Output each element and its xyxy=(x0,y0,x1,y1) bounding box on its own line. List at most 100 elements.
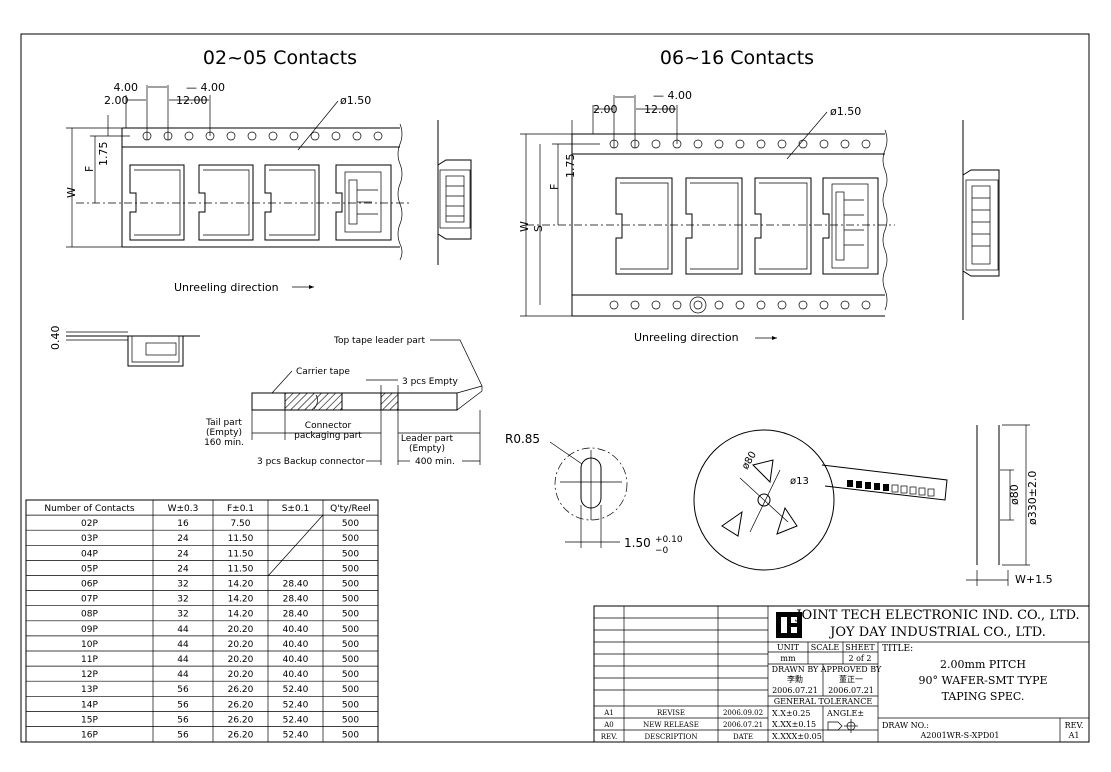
table-cell: 28.40 xyxy=(283,610,309,620)
carrier-tape-label: Carrier tape xyxy=(296,367,350,377)
table-cell: 500 xyxy=(342,700,359,710)
table-cell: 14.20 xyxy=(228,610,254,620)
right-side-profile xyxy=(962,120,1000,320)
tail-part-label-1: Tail part xyxy=(205,418,242,428)
right-w-label: W xyxy=(518,221,531,232)
table-cell: 52.40 xyxy=(283,700,309,710)
rev-value: A1 xyxy=(1068,731,1080,740)
d13-label: ø13 xyxy=(790,476,809,487)
table-cell: 26.20 xyxy=(228,700,254,710)
table-cell: 32 xyxy=(177,610,188,620)
left-dim-2: 2.00 xyxy=(104,94,129,107)
table-cell: 500 xyxy=(342,564,359,574)
table-cell: 10P xyxy=(81,640,98,650)
min400-label: 400 min. xyxy=(415,457,455,467)
rev-row-1-rev: A1 xyxy=(603,709,614,717)
top-tape-leader-label: Top tape leader part xyxy=(333,336,425,346)
rev-row-1-desc: REVISE xyxy=(657,709,685,717)
table-cell: 08P xyxy=(81,610,98,620)
table-header-cell: F±0.1 xyxy=(227,504,254,514)
d150-tol-down: −0 xyxy=(655,546,669,556)
table-cell: 500 xyxy=(342,715,359,725)
left-sprocket-holes xyxy=(142,131,383,141)
table-cell: 04P xyxy=(81,549,98,559)
left-side-profile xyxy=(437,120,472,265)
title-line-3: TAPING SPEC. xyxy=(942,690,1025,703)
table-cell: 11.50 xyxy=(228,549,254,559)
table-header-cell: Q'ty/Reel xyxy=(330,504,371,514)
table-cell: 40.40 xyxy=(283,640,309,650)
table-cell: 24 xyxy=(177,564,189,574)
table-cell: 500 xyxy=(342,625,359,635)
table-cell: 02P xyxy=(81,519,98,529)
table-cell: 26.20 xyxy=(228,715,254,725)
table-cell: 14.20 xyxy=(228,580,254,590)
left-hole-dim: ø1.50 xyxy=(340,94,371,107)
rev-row-1-date: 2006.09.02 xyxy=(723,709,763,717)
table-cell: 44 xyxy=(177,670,189,680)
left-w-label: W xyxy=(65,187,78,198)
rev-header-date: DATE xyxy=(733,733,753,741)
leader-part-label-2: (Empty) xyxy=(409,444,445,454)
sheet-border xyxy=(20,33,1090,743)
table-cell: 500 xyxy=(342,519,359,529)
leader-part-label-1: Leader part xyxy=(401,434,454,444)
table-cell: 28.40 xyxy=(283,595,309,605)
left-tape-top-view xyxy=(66,85,410,261)
table-cell: 26.20 xyxy=(228,685,254,695)
right-unreeling-direction: Unreeling direction xyxy=(634,331,739,344)
table-cell: 14.20 xyxy=(228,595,254,605)
table-cell: 06P xyxy=(81,580,98,590)
sheet-label: SHEET xyxy=(845,643,875,652)
sheet-value: 2 of 2 xyxy=(848,654,871,663)
table-cell: 11P xyxy=(81,655,98,665)
three-empty-label: 3 pcs Empty xyxy=(402,377,458,387)
right-dim-pitch-4: — 4.00 xyxy=(653,89,692,102)
left-dim-4: 4.00 xyxy=(114,81,139,94)
table-cell: 20.20 xyxy=(228,625,254,635)
right-tape-top-view xyxy=(520,95,895,317)
drawno-value: A2001WR-S-XPD01 xyxy=(920,731,1000,740)
leader-tail-diagram xyxy=(251,339,483,465)
table-cell: 500 xyxy=(342,670,359,680)
table-cell: 44 xyxy=(177,655,189,665)
right-s-label: S xyxy=(532,225,545,232)
table-cell: 52.40 xyxy=(283,685,309,695)
drawn-date: 2006.07.21 xyxy=(772,686,818,695)
left-175-label: 1.75 xyxy=(97,142,110,167)
table-cell: 14P xyxy=(81,700,98,710)
table-cell: 500 xyxy=(342,549,359,559)
tail-part-label-3: 160 min. xyxy=(204,438,244,448)
rev-header-rev: REV. xyxy=(601,733,617,741)
table-cell: 28.40 xyxy=(283,580,309,590)
table-header-cell: W±0.3 xyxy=(168,504,199,514)
table-cell: 52.40 xyxy=(283,715,309,725)
left-unreeling-direction: Unreeling direction xyxy=(174,281,279,294)
right-f-label: F xyxy=(548,184,561,190)
d150-label: 1.50 xyxy=(624,536,651,550)
approved-name: 董正一 xyxy=(839,674,863,684)
table-cell: 56 xyxy=(177,715,189,725)
left-dim-pitch-4: — 4.00 xyxy=(186,81,225,94)
left-f-label: F xyxy=(83,166,96,172)
tol-3: X.XXX±0.05 xyxy=(772,732,822,741)
table-cell: 52.40 xyxy=(283,731,309,741)
table-header-cell: S±0.1 xyxy=(282,504,310,514)
dim-040: 0.40 xyxy=(49,326,62,351)
rev-label: REV. xyxy=(1065,721,1084,730)
table-cell: 12P xyxy=(81,670,98,680)
d150-tol-up: +0.10 xyxy=(655,535,683,545)
reel-drawing xyxy=(693,429,948,571)
drawn-by-name: 李勳 xyxy=(787,674,803,684)
table-cell: 13P xyxy=(81,685,98,695)
table-cell: 56 xyxy=(177,685,189,695)
table-cell: 40.40 xyxy=(283,655,309,665)
left-section-title: 02~05 Contacts xyxy=(203,47,357,69)
scale-label: SCALE xyxy=(811,643,840,652)
table-cell: 20.20 xyxy=(228,640,254,650)
table-cell: 20.20 xyxy=(228,655,254,665)
table-cell: 500 xyxy=(342,685,359,695)
table-cell: 40.40 xyxy=(283,670,309,680)
company-name-1: JOINT TECH ELECTRONIC IND. CO., LTD. xyxy=(794,608,1079,623)
table-cell: 20.20 xyxy=(228,670,254,680)
